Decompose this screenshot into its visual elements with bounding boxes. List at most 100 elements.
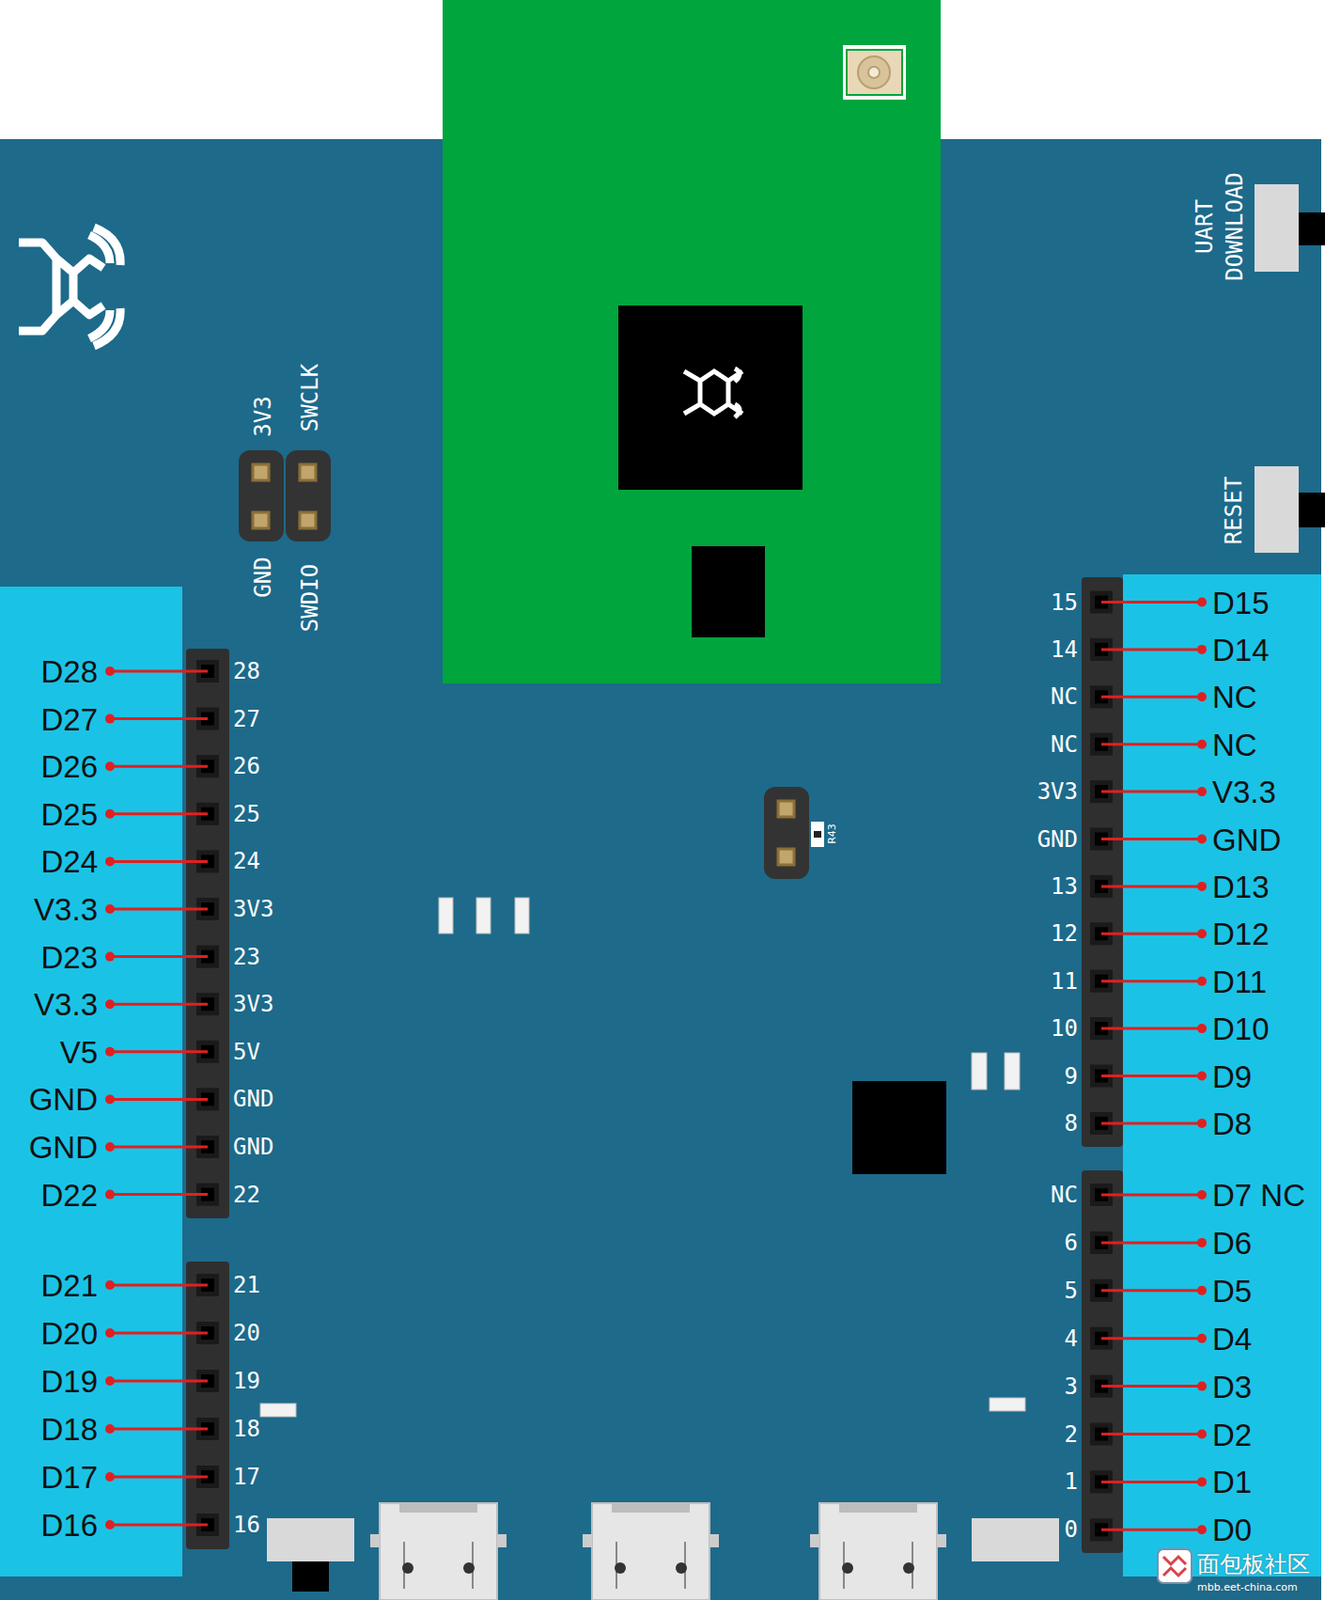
pin-name: D14 [1212, 633, 1270, 665]
pin-number: 27 [233, 707, 261, 731]
pin-number: 5 [1064, 1278, 1078, 1302]
pin-name: NC [1212, 681, 1258, 713]
switch-label: UART DOWNLOAD [1189, 165, 1251, 288]
pin-number: 3 [1064, 1374, 1078, 1398]
main-chip [618, 305, 803, 490]
leader-dot [105, 904, 115, 914]
leader-line [1101, 647, 1202, 651]
pin-number: 9 [1064, 1064, 1078, 1088]
leader-line [109, 1523, 208, 1527]
leader-dot [1197, 1118, 1207, 1128]
leader-dot [1197, 1429, 1207, 1439]
leader-line [1101, 884, 1202, 888]
leader-line [109, 954, 208, 958]
swd-pin-label: SWDIO [298, 563, 322, 632]
pin-name: D6 [1212, 1226, 1252, 1258]
pin-number: 16 [233, 1512, 261, 1536]
pin-number: 0 [1064, 1517, 1078, 1541]
leader-line [1101, 790, 1202, 794]
leader-line [109, 1097, 208, 1101]
pin-number: 3V3 [1037, 779, 1078, 803]
leader-line [109, 1379, 208, 1383]
pin-number: 21 [233, 1273, 261, 1296]
pin-number: 3V3 [233, 992, 274, 1015]
pin-name: D19 [40, 1365, 98, 1397]
pin-number: 5V [233, 1040, 261, 1063]
pin-number: 23 [233, 945, 261, 968]
pin-name: D2 [1212, 1418, 1252, 1450]
leader-line [1101, 695, 1202, 699]
leader-line [1101, 600, 1202, 604]
board [0, 139, 1322, 1600]
pin-name: D8 [1212, 1106, 1252, 1138]
leader-dot [105, 1279, 115, 1290]
pin-name: D24 [40, 845, 98, 877]
leader-dot [1197, 786, 1207, 796]
leader-line [1101, 1027, 1202, 1030]
pin-name: D17 [40, 1461, 98, 1493]
leader-dot [1197, 928, 1207, 938]
header-bar [1081, 1169, 1123, 1553]
leader-dot [1197, 1381, 1207, 1391]
leader-dot [1197, 1476, 1207, 1486]
leader-dot [1197, 834, 1207, 844]
pin-number: 17 [233, 1465, 261, 1488]
leader-dot [1197, 1023, 1207, 1033]
leader-dot [1197, 1285, 1207, 1295]
part-ref: R43 [826, 823, 838, 844]
swd-pin-label: GND [251, 556, 275, 597]
pin-number: 8 [1064, 1111, 1078, 1135]
leader-dot [105, 1093, 115, 1104]
leader-line [109, 811, 208, 815]
leader-line [1101, 1121, 1202, 1124]
header-bar [186, 1261, 230, 1549]
pin-number: GND [1037, 827, 1078, 851]
pin-name: GND [29, 1083, 98, 1115]
pin-number: 13 [1050, 874, 1078, 898]
pin-number: GND [233, 1087, 274, 1110]
antenna-connector [842, 45, 906, 100]
pin-number: 24 [233, 849, 261, 873]
leader-dot [105, 1423, 115, 1434]
usb-connectors [370, 1502, 947, 1600]
swd-pin-label: 3V3 [251, 395, 275, 437]
pin-number: 19 [233, 1369, 261, 1392]
pin-name: V3.3 [33, 893, 98, 925]
leader-dot [1197, 739, 1207, 749]
leader-line [109, 717, 208, 720]
pin-name: D25 [40, 797, 98, 829]
pin-number: 11 [1050, 969, 1078, 993]
pin-name: D18 [40, 1413, 98, 1445]
pin-number: 25 [233, 802, 261, 826]
leader-line [109, 1331, 208, 1335]
leader-line [1101, 742, 1202, 746]
leader-dot [1197, 691, 1207, 702]
leader-dot [105, 951, 115, 962]
pin-name: D22 [40, 1178, 98, 1210]
swd-pin-label: SWCLK [298, 363, 322, 432]
pin-name: V3.3 [33, 988, 98, 1020]
pin-name: NC [1212, 728, 1258, 760]
leader-dot [105, 1375, 115, 1386]
leader-line [1101, 932, 1202, 936]
leader-line [109, 859, 208, 863]
smd-parts [260, 897, 1026, 1417]
pin-name: D28 [40, 655, 98, 687]
pin-number: 12 [1050, 921, 1078, 945]
uart-download-switch [1254, 184, 1325, 272]
swd-header [238, 450, 331, 542]
leader-dot [1197, 1071, 1207, 1081]
pin-number: 1 [1064, 1469, 1078, 1493]
pin-name: D0 [1212, 1513, 1252, 1545]
wifi-module [442, 0, 941, 684]
realtek-logo [18, 227, 121, 346]
leader-line [109, 1192, 208, 1196]
pin-name: D9 [1212, 1060, 1252, 1092]
button-label: RESET [1222, 476, 1246, 545]
leader-dot [105, 809, 115, 819]
pin-number: 3V3 [233, 897, 274, 920]
pin-name: D16 [40, 1509, 98, 1541]
pin-name: D7 NC [1212, 1179, 1306, 1211]
leader-dot [105, 856, 115, 866]
